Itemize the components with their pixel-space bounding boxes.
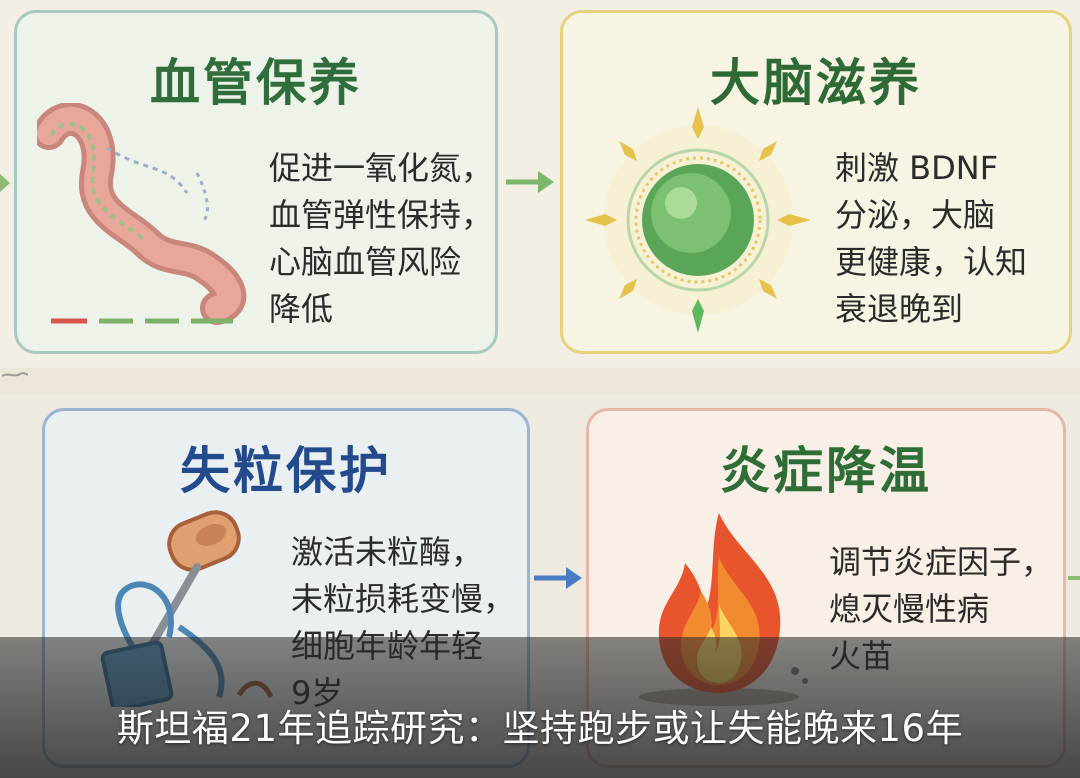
section-divider bbox=[0, 368, 1080, 394]
glowing-neuron-icon bbox=[585, 107, 811, 333]
card-description: 促进一氧化氮， 血管弹性保持， 心脑血管风险 降低 bbox=[269, 149, 494, 328]
caption-text: 斯坦福21年追踪研究：坚持跑步或让失能晚来16年 bbox=[116, 707, 964, 750]
blood-vessel-icon bbox=[37, 103, 247, 325]
card-title: 血管保养 bbox=[150, 54, 362, 112]
card-title: 炎症降温 bbox=[720, 442, 932, 500]
divider-mark-icon bbox=[2, 372, 28, 377]
card-brain-nourish: 大脑滋养 刺激 BDNF 分泌，大脑 更健康，认知 衰退晚到 bbox=[560, 10, 1072, 354]
right-edge-arrow-icon bbox=[1068, 576, 1080, 580]
card-description: 刺激 BDNF 分泌，大脑 更健康，认知 衰退晚到 bbox=[835, 149, 1028, 328]
arrow-right-icon bbox=[506, 171, 554, 193]
caption-bar bbox=[0, 637, 1080, 778]
arrow-right-blue-icon bbox=[534, 567, 582, 589]
card-vessel-care: 血管保养 促进一氧化氮， 血管弹性保持， 心脑血管风险 降低 bbox=[14, 10, 498, 354]
card-title: 大脑滋养 bbox=[710, 54, 922, 112]
card-title: 失粒保护 bbox=[180, 442, 392, 500]
left-edge-arrow-icon bbox=[0, 174, 10, 192]
